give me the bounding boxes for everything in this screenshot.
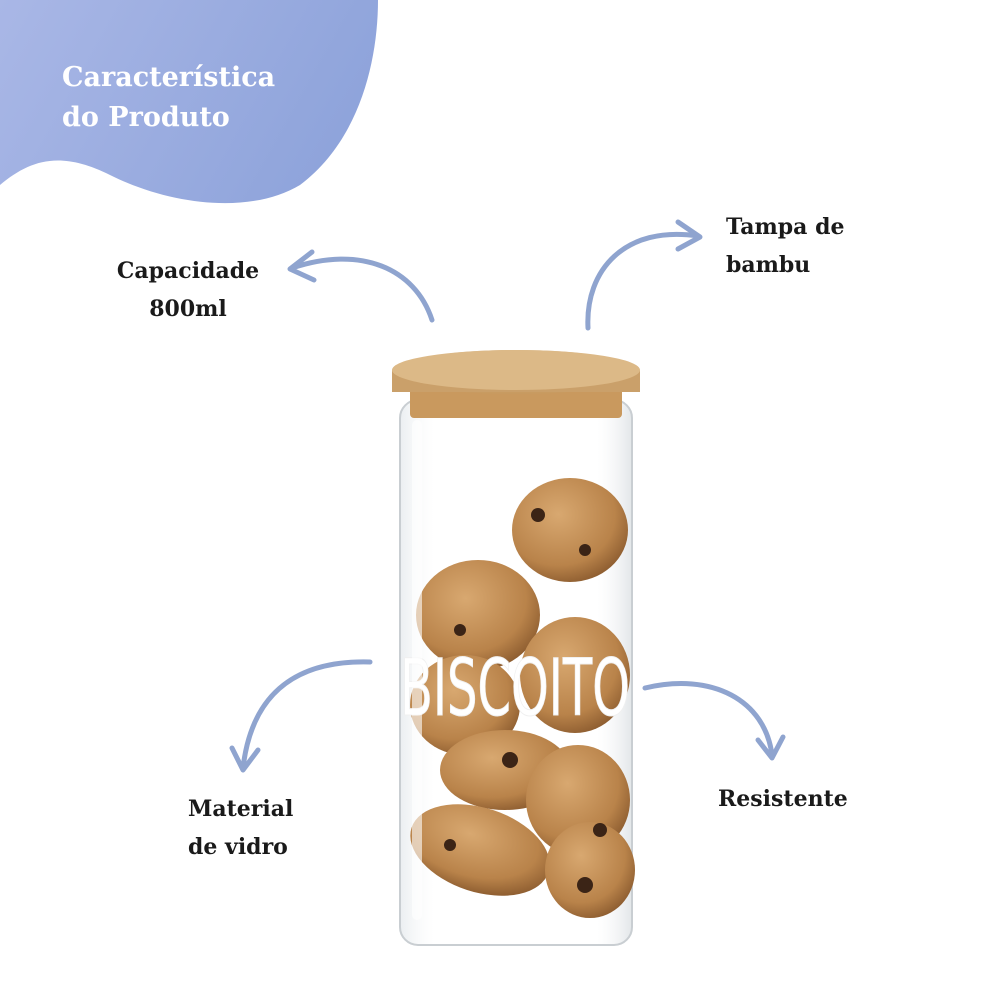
- feature-material-line-1: Material: [188, 796, 294, 822]
- page-title: Característica do Produto: [62, 58, 275, 138]
- cookies-image: [410, 478, 635, 918]
- page-title-line-2: do Produto: [62, 102, 230, 133]
- feature-material-line-2: de vidro: [188, 834, 288, 860]
- feature-resistant-line-1: Resistente: [718, 786, 848, 812]
- arrow-material-icon: [240, 659, 373, 771]
- feature-capacity-line-1: Capacidade: [116, 258, 260, 284]
- header-blob-shape: [0, 0, 378, 204]
- feature-capacity: Capacidade 800ml: [108, 252, 268, 328]
- feature-lid-line-2: bambu: [726, 252, 811, 278]
- feature-capacity-line-2: 800ml: [149, 296, 227, 322]
- arrow-capacity-icon: [289, 256, 435, 323]
- glass-jar-image: BISCOITO: [392, 350, 640, 946]
- feature-material: Material de vidro: [188, 790, 293, 866]
- arrow-lid-icon: [585, 231, 701, 331]
- jar-label-text: BISCOITO: [400, 644, 630, 734]
- feature-lid-line-1: Tampa de: [726, 214, 845, 240]
- page-title-line-1: Característica: [62, 62, 276, 93]
- feature-resistant: Resistente: [718, 780, 848, 818]
- arrow-resistant-icon: [642, 681, 775, 758]
- feature-lid: Tampa de bambu: [726, 208, 844, 284]
